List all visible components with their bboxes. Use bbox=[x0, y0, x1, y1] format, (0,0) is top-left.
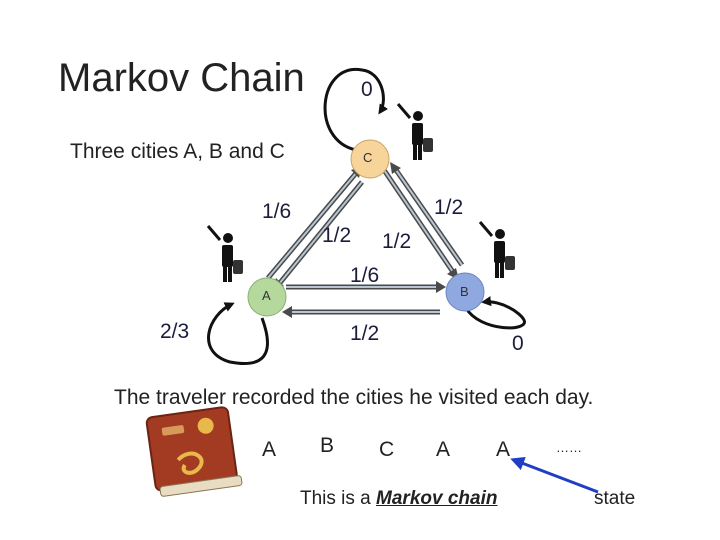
node-c bbox=[350, 139, 390, 179]
prob-self-c: 0 bbox=[361, 78, 373, 101]
prob-b-to-a: 1/2 bbox=[350, 322, 380, 345]
edge-b-to-a bbox=[282, 306, 440, 318]
node-a-label: A bbox=[262, 288, 271, 303]
prob-b-to-c: 1/2 bbox=[434, 196, 464, 219]
state-label: state bbox=[594, 488, 636, 509]
node-b bbox=[445, 272, 485, 312]
prob-self-b: 0 bbox=[512, 332, 524, 355]
markov-statement: This is a Markov chain bbox=[300, 488, 497, 510]
prob-a-to-c: 1/6 bbox=[262, 200, 292, 223]
state-pointer-arrow bbox=[510, 457, 599, 494]
statement-emphasis: Markov chain bbox=[376, 488, 498, 509]
caption: The traveler recorded the cities he visi… bbox=[114, 386, 594, 409]
edge-b-to-c bbox=[390, 162, 465, 267]
node-c-label: C bbox=[363, 150, 373, 165]
traveler-icon bbox=[206, 225, 243, 282]
self-loop-c bbox=[323, 68, 389, 152]
slide-title: Markov Chain bbox=[58, 56, 305, 100]
slide-subtitle: Three cities A, B and C bbox=[70, 140, 285, 163]
prob-self-a: 2/3 bbox=[160, 320, 190, 343]
sequence-item: A bbox=[262, 438, 277, 461]
traveler-icon bbox=[478, 221, 515, 278]
statement-prefix: This is a bbox=[300, 488, 377, 509]
sequence-item: C bbox=[379, 438, 395, 461]
diary-book-icon bbox=[145, 406, 243, 497]
prob-a-to-b: 1/6 bbox=[350, 264, 380, 287]
node-b-label: B bbox=[460, 284, 469, 299]
sequence-item: A bbox=[436, 438, 451, 461]
node-a bbox=[247, 277, 287, 317]
sequence-item: B bbox=[320, 434, 335, 457]
sequence-ellipsis: …… bbox=[556, 440, 582, 455]
self-loop-b bbox=[464, 296, 526, 330]
traveler-icon bbox=[396, 103, 433, 160]
self-loop-a bbox=[207, 302, 269, 365]
sequence-item: A bbox=[496, 438, 511, 461]
prob-c-to-a: 1/2 bbox=[322, 224, 352, 247]
edge-c-to-b bbox=[381, 168, 459, 280]
prob-c-to-b: 1/2 bbox=[382, 230, 412, 253]
edge-a-to-b bbox=[286, 281, 446, 293]
